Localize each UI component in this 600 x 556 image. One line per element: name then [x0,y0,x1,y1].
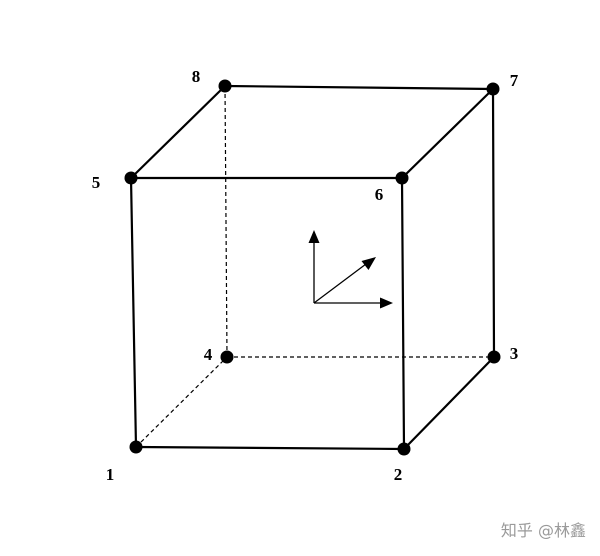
node-1-dot [129,440,143,454]
node-2-label: 2 [394,465,403,484]
node-7-dot [486,82,500,96]
node-5-dot [124,171,138,185]
node-5-label: 5 [92,173,101,192]
nodes-layer: 1 2 3 4 5 6 7 8 [92,67,519,484]
axis-y-arrowhead-icon [361,257,376,270]
node-6-label: 6 [375,185,384,204]
node-3-label: 3 [510,344,519,363]
watermark-text: 知乎 @林鑫 [501,521,586,540]
node-2-dot [397,442,411,456]
edge-4-8-hidden [224,85,228,358]
edge-7-6 [400,87,495,180]
node-3-dot [487,350,501,364]
edge-7-3 [491,87,496,359]
edge-2-6 [400,176,406,451]
edge-1-4-hidden [135,356,228,448]
edge-5-8 [129,84,227,180]
axis-x-arrowhead-icon [380,297,393,309]
axis-z-arrowhead-icon [308,230,320,243]
edges-layer [129,84,496,451]
node-6-dot [395,171,409,185]
axis-y-line [313,263,367,304]
node-8-label: 8 [192,67,201,86]
node-1-label: 1 [106,465,115,484]
coordinate-axes-icon [308,230,393,309]
edge-5-1 [129,176,138,449]
node-7-label: 7 [510,71,519,90]
edge-8-7 [223,84,495,91]
node-8-dot [218,79,232,93]
edge-3-2 [402,355,496,451]
node-4-dot [220,350,234,364]
edge-1-2 [134,445,406,451]
node-4-label: 4 [204,345,213,364]
